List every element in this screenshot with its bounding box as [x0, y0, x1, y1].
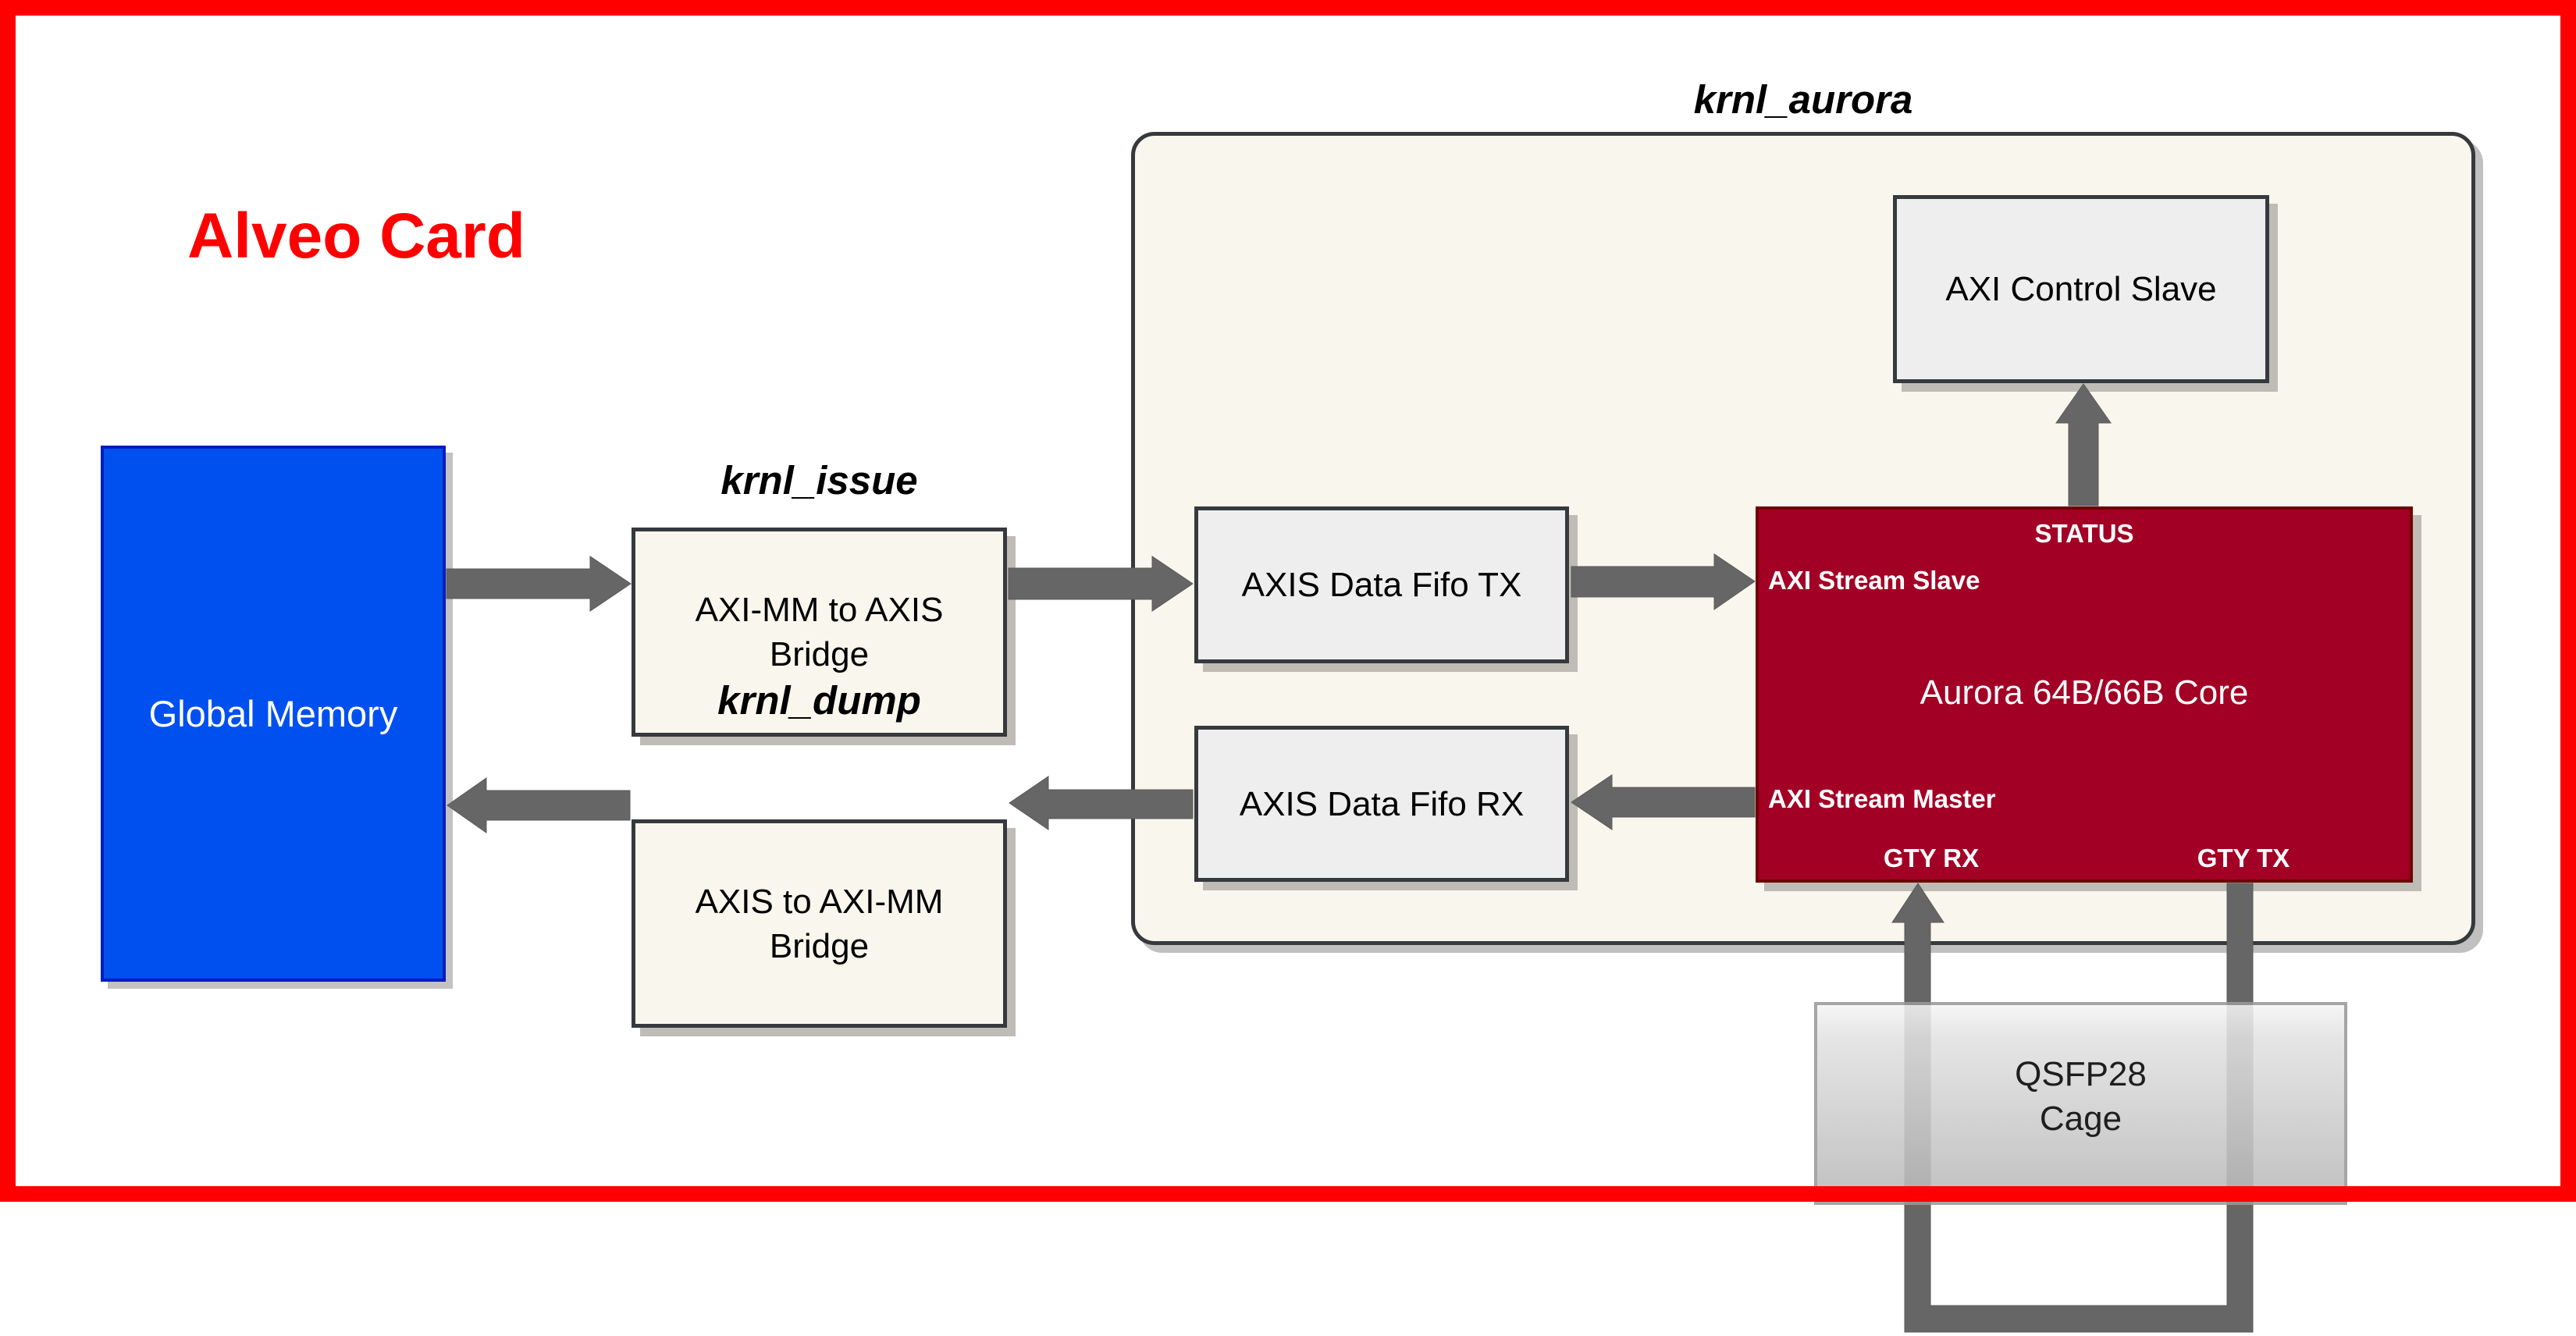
qsfp-line1: QSFP28	[2015, 1055, 2147, 1093]
arrow-fifo-tx-to-stream-slave	[1571, 553, 1756, 610]
gty-rx-port-label: GTY RX	[1883, 844, 1980, 872]
arrow-stream-master-to-fifo-rx	[1571, 774, 1756, 830]
axis-data-fifo-tx-block[interactable]: AXIS Data Fifo TX	[1194, 506, 1569, 663]
axi-stream-slave-port-label: AXI Stream Slave	[1768, 566, 1980, 595]
krnl-dump-label: krnl_dump	[717, 678, 921, 723]
bridge-issue-line1: AXI-MM to AXIS	[695, 591, 944, 629]
axi-mm-to-axis-bridge-block[interactable]: AXI-MM to AXIS Bridge	[632, 528, 1007, 737]
axis-data-fifo-rx-block[interactable]: AXIS Data Fifo RX	[1194, 726, 1569, 882]
krnl-issue-label: krnl_issue	[720, 458, 918, 503]
qsfp-line2: Cage	[2039, 1100, 2122, 1138]
arrow-status-to-control-slave	[2055, 383, 2112, 506]
arrow-issue-bridge-to-fifo-tx	[1008, 556, 1194, 612]
global-memory-block[interactable]: Global Memory	[101, 446, 446, 982]
status-port-label: STATUS	[2034, 519, 2134, 548]
bridge-dump-line1: AXIS to AXI-MM	[695, 882, 944, 921]
alveo-card-title: Alveo Card	[187, 201, 525, 272]
bridge-dump-line2: Bridge	[769, 926, 870, 965]
arrow-gty-loopback	[1891, 883, 2254, 1333]
arrow-fifo-rx-to-dump-bridge	[1009, 776, 1194, 830]
aurora-core-title: Aurora 64B/66B Core	[1920, 673, 2249, 712]
axis-to-axi-mm-bridge-block[interactable]: AXIS to AXI-MM Bridge	[632, 819, 1007, 1028]
aurora-core-block[interactable]: STATUS AXI Stream Slave Aurora 64B/66B C…	[1756, 506, 2413, 883]
axi-control-slave-block[interactable]: AXI Control Slave	[1893, 195, 2269, 383]
bridge-issue-line2: Bridge	[769, 635, 870, 673]
axi-stream-master-port-label: AXI Stream Master	[1768, 784, 1996, 813]
arrow-memory-to-issue-bridge	[446, 556, 632, 612]
arrow-dump-bridge-to-memory	[447, 777, 631, 833]
fifo-tx-label: AXIS Data Fifo TX	[1241, 566, 1522, 604]
gty-tx-port-label: GTY TX	[2197, 844, 2290, 872]
krnl-aurora-label: krnl_aurora	[1693, 77, 1913, 122]
qsfp28-cage-block[interactable]: QSFP28 Cage	[1814, 1002, 2347, 1205]
axi-control-slave-label: AXI Control Slave	[1945, 270, 2217, 308]
global-memory-label: Global Memory	[148, 693, 398, 734]
fifo-rx-label: AXIS Data Fifo RX	[1239, 784, 1525, 823]
